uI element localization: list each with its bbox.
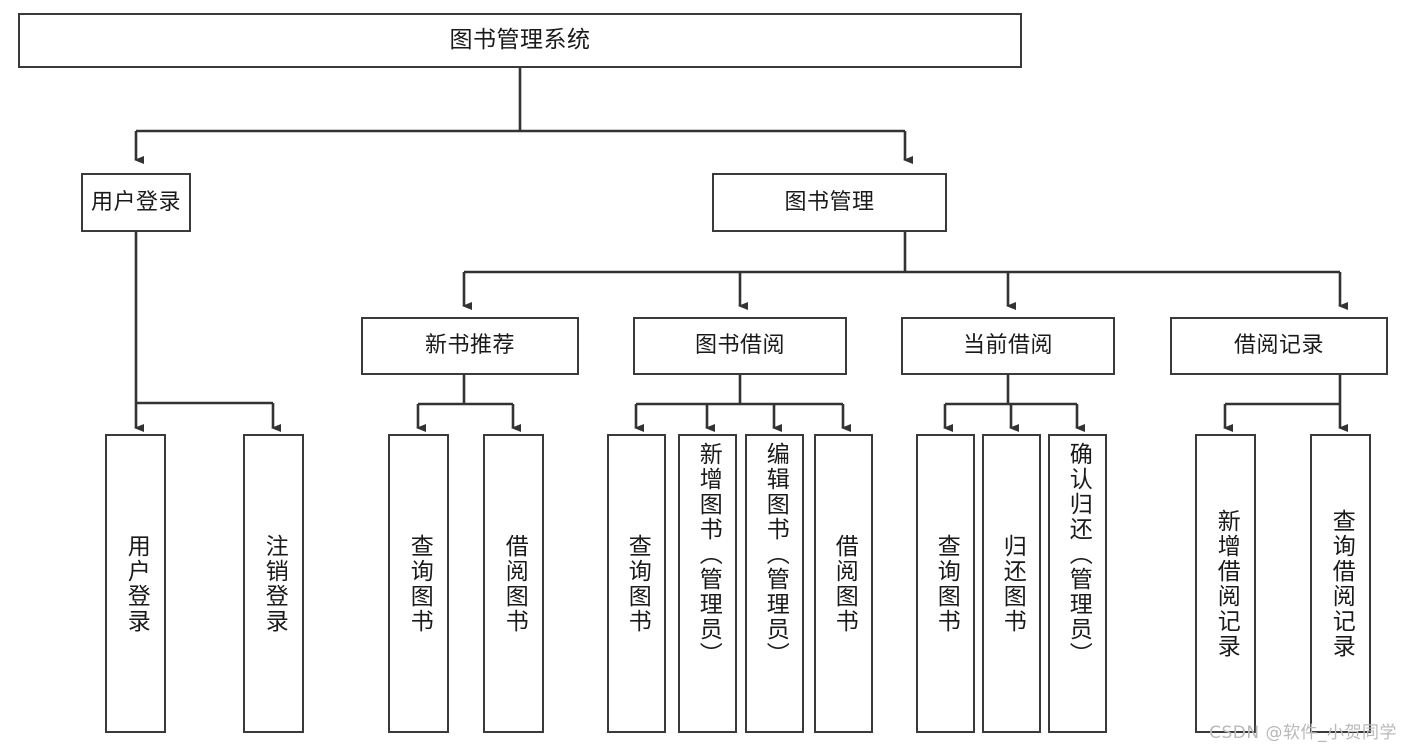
node-leaf-borrow-book-1[interactable]: 借阅图书 [483, 434, 544, 733]
node-leaf-query-book-3[interactable]: 查询图书 [916, 434, 975, 733]
node-leaf-edit-book[interactable]: 编辑图书（管理员） [745, 434, 804, 733]
node-leaf-borrow-book-1-label: 借阅图书 [501, 533, 528, 634]
node-book-borrow[interactable]: 图书借阅 [633, 317, 847, 375]
node-leaf-add-book-label: 新增图书（管理员） [695, 442, 722, 667]
node-leaf-edit-book-label: 编辑图书（管理员） [762, 442, 789, 667]
node-leaf-query-book-2-label: 查询图书 [624, 533, 651, 634]
node-current-borrow[interactable]: 当前借阅 [901, 317, 1115, 375]
node-leaf-confirm-return-label: 确认归还（管理员） [1065, 442, 1092, 667]
node-leaf-borrow-book-2[interactable]: 借阅图书 [814, 434, 873, 733]
node-leaf-return-book[interactable]: 归还图书 [982, 434, 1041, 733]
node-leaf-query-record-label: 查询借阅记录 [1328, 508, 1355, 659]
node-leaf-query-book-2[interactable]: 查询图书 [607, 434, 666, 733]
node-leaf-add-book[interactable]: 新增图书（管理员） [678, 434, 737, 733]
node-leaf-borrow-book-2-label: 借阅图书 [831, 533, 858, 634]
node-book-management-label: 图书管理 [784, 189, 875, 215]
node-leaf-add-record-label: 新增借阅记录 [1213, 508, 1240, 659]
node-root-label: 图书管理系统 [449, 26, 591, 53]
node-leaf-user-login-label: 用户登录 [123, 533, 150, 634]
node-root-book-management-system[interactable]: 图书管理系统 [18, 13, 1022, 68]
node-leaf-confirm-return[interactable]: 确认归还（管理员） [1048, 434, 1107, 733]
node-leaf-query-book-3-label: 查询图书 [933, 533, 960, 634]
csdn-watermark: CSDN @软件_小贺同学 [1209, 723, 1397, 743]
node-user-login[interactable]: 用户登录 [81, 173, 191, 232]
node-current-borrow-label: 当前借阅 [962, 333, 1053, 359]
node-leaf-query-record[interactable]: 查询借阅记录 [1310, 434, 1371, 733]
node-user-login-label: 用户登录 [90, 189, 181, 215]
node-book-management[interactable]: 图书管理 [712, 173, 947, 232]
node-leaf-return-book-label: 归还图书 [999, 533, 1026, 634]
node-new-book-recommend[interactable]: 新书推荐 [361, 317, 579, 375]
node-borrow-record[interactable]: 借阅记录 [1170, 317, 1388, 375]
node-borrow-record-label: 借阅记录 [1233, 333, 1324, 359]
node-leaf-logout-label: 注销登录 [261, 533, 288, 634]
node-leaf-query-book-1[interactable]: 查询图书 [388, 434, 449, 733]
node-leaf-query-book-1-label: 查询图书 [406, 533, 433, 634]
node-leaf-add-record[interactable]: 新增借阅记录 [1195, 434, 1256, 733]
node-leaf-logout[interactable]: 注销登录 [243, 434, 304, 733]
node-leaf-user-login[interactable]: 用户登录 [105, 434, 166, 733]
node-new-book-recommend-label: 新书推荐 [424, 333, 515, 359]
node-book-borrow-label: 图书借阅 [694, 333, 785, 359]
